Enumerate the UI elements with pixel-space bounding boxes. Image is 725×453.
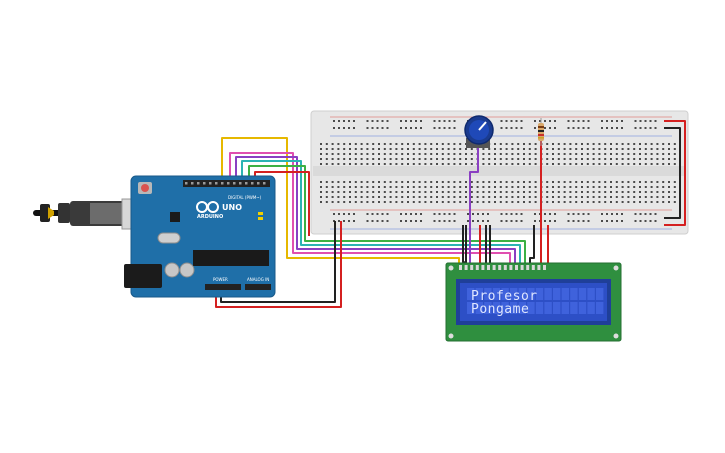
- lcd-line-1: Profesor: [471, 289, 538, 304]
- arduino-logo: [196, 201, 219, 213]
- lcd-16x2[interactable]: [445, 262, 622, 342]
- lcd-character-grid: [467, 288, 604, 314]
- resistor[interactable]: [538, 118, 544, 146]
- arduino-uno-board[interactable]: [124, 175, 276, 298]
- potentiometer[interactable]: [464, 115, 494, 148]
- lcd-pin-header[interactable]: [459, 265, 546, 270]
- digital-header-label: DIGITAL (PWM~): [228, 195, 262, 200]
- arduino-brand-label: ARDUINO: [197, 214, 224, 220]
- analog-header-label: ANALOG IN: [247, 277, 270, 282]
- digital-header[interactable]: [185, 182, 266, 185]
- breadboard[interactable]: [310, 110, 689, 235]
- arduino-model-label: UNO: [222, 203, 242, 212]
- breadboard-holes: [320, 120, 676, 222]
- lcd-line-2: Pongame: [471, 302, 530, 317]
- power-header-label: POWER: [213, 277, 228, 282]
